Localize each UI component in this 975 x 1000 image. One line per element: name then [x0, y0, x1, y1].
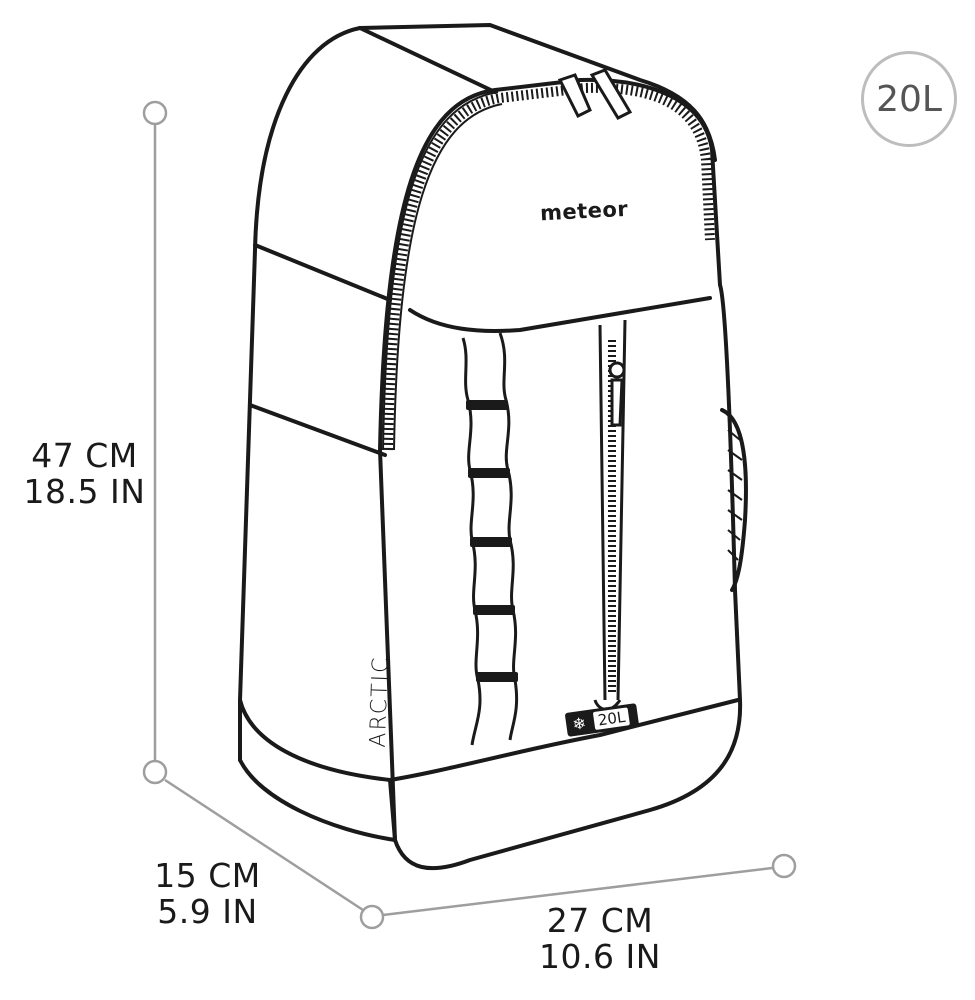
depth-cm: 15 CM [154, 856, 261, 895]
zipper-pull-icon [557, 68, 633, 120]
backpack-outline [238, 23, 748, 871]
capacity-tag-label: 20L [592, 707, 631, 731]
depth-dimension: 15 CM 5.9 IN [150, 858, 265, 930]
front-pocket-zipper [593, 319, 627, 711]
model-side-label: ARCTIC [365, 655, 394, 748]
width-cm: 27 CM [546, 901, 654, 940]
height-cm: 47 CM [31, 436, 138, 475]
side-mesh-pocket [727, 429, 743, 561]
depth-in: 5.9 IN [157, 892, 258, 931]
height-dimension: 47 CM 18.5 IN [22, 438, 147, 510]
webbing-loops [466, 400, 518, 682]
main-zipper [382, 82, 715, 451]
height-in: 18.5 IN [23, 472, 146, 511]
dimension-guides [142, 100, 797, 930]
width-in: 10.6 IN [539, 937, 661, 976]
snowflake-icon: ❄ [571, 712, 588, 734]
capacity-badge: 20L [861, 51, 957, 147]
width-dimension: 27 CM 10.6 IN [535, 903, 665, 975]
